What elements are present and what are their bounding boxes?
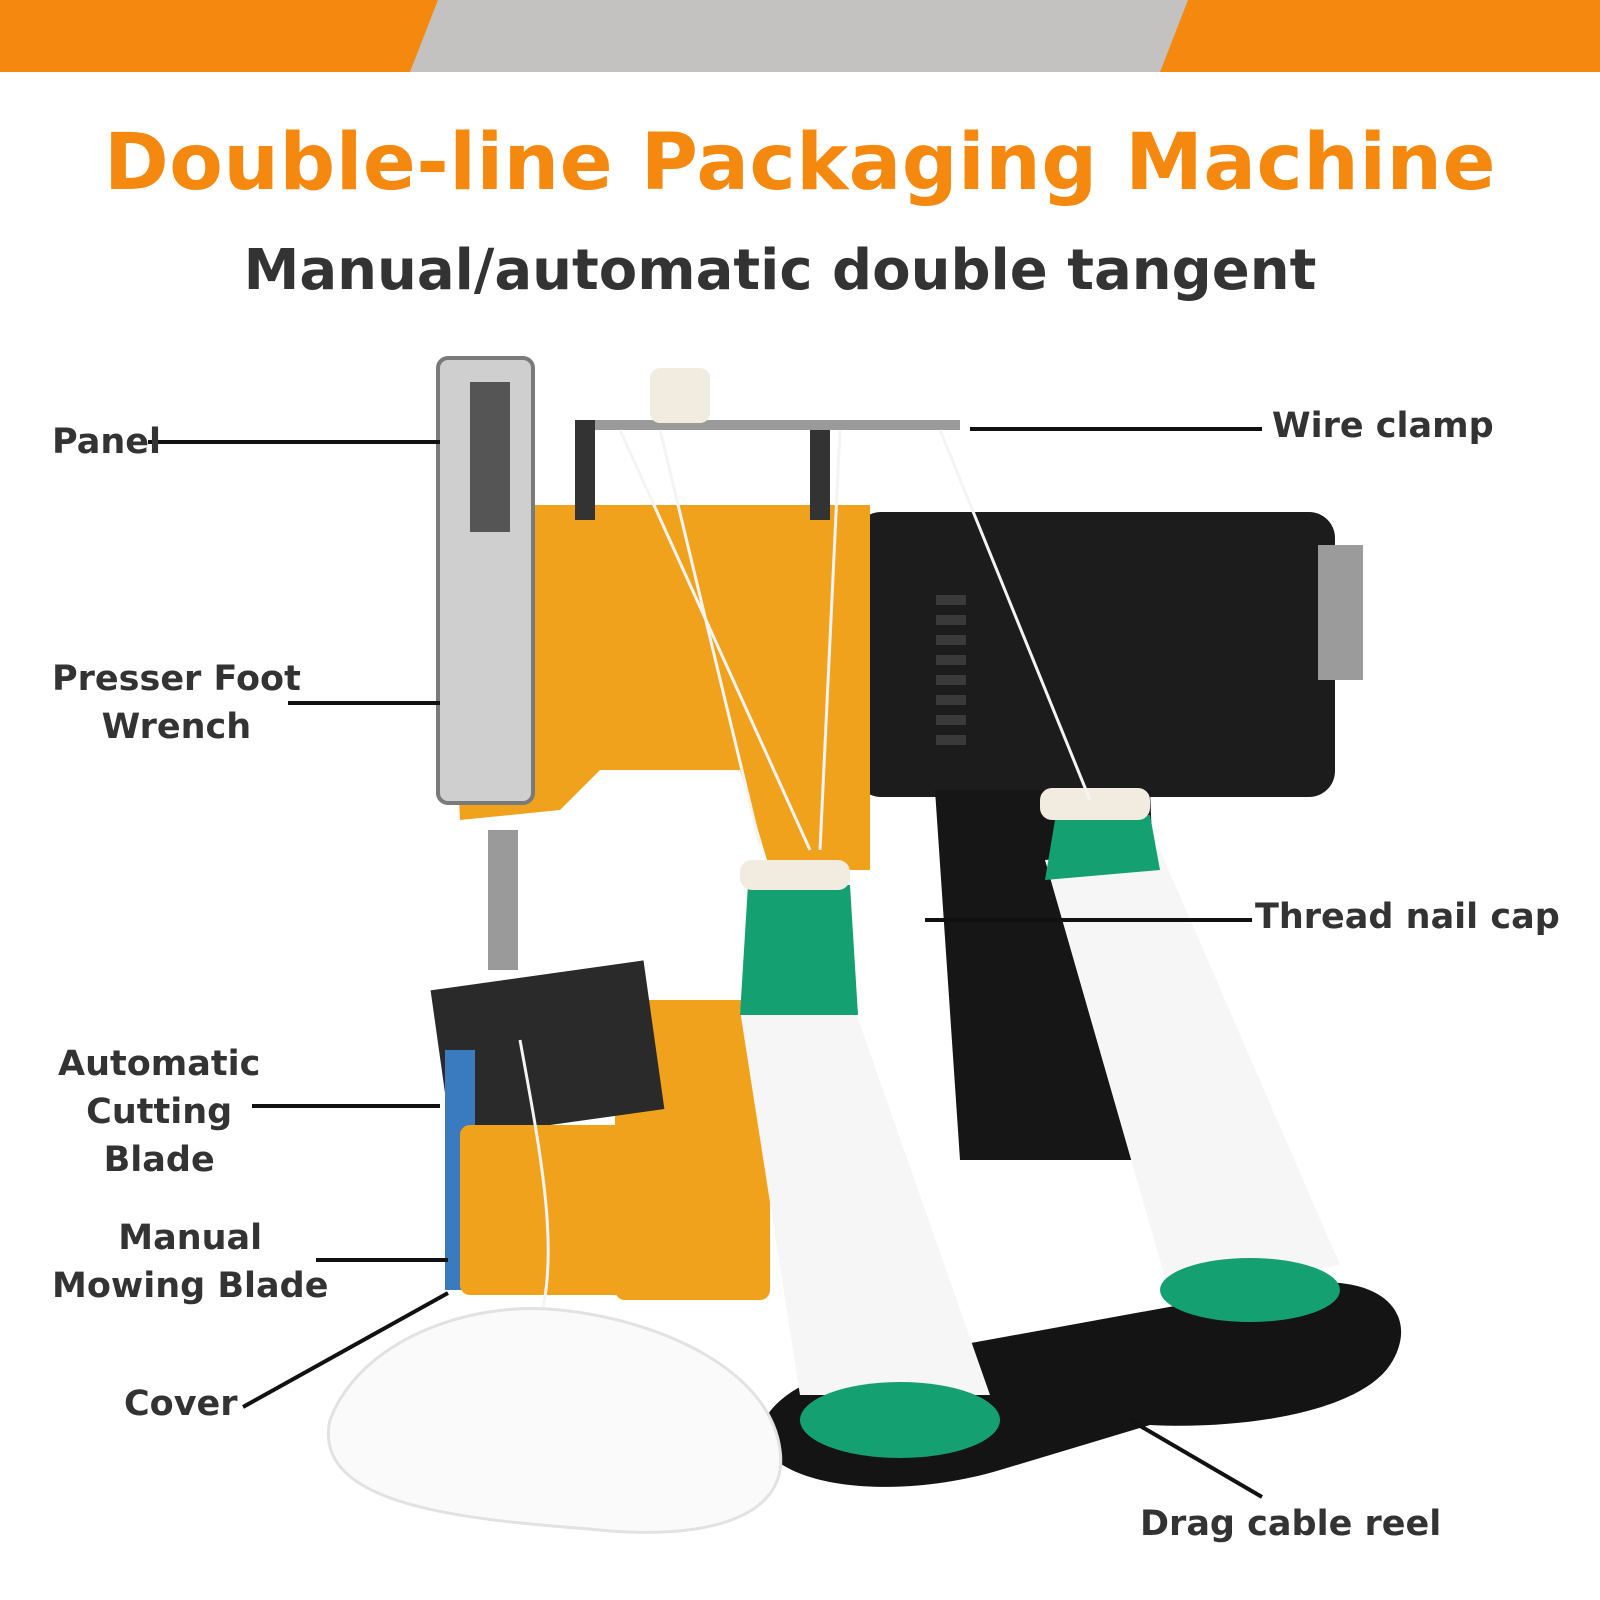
top-banner	[0, 0, 1600, 72]
label-wire-clamp: Wire clamp	[1272, 406, 1494, 446]
drag-cable-reel-leader-line	[1128, 1418, 1264, 1499]
label-cover: Cover	[124, 1384, 238, 1424]
label-manual-mowing-blade: Manual Mowing Blade	[52, 1218, 329, 1306]
label-automatic-cutting-blade: Automatic Cutting Blade	[58, 1044, 261, 1180]
page-subtitle: Manual/automatic double tangent	[243, 238, 1317, 303]
label-panel: Panel	[52, 422, 161, 462]
label-drag-cable-reel: Drag cable reel	[1140, 1504, 1442, 1544]
page-title: Double-line Packaging Machine	[104, 118, 1496, 208]
cover-leader-line	[242, 1291, 449, 1409]
label-presser-foot-wrench: Presser Foot Wrench	[52, 659, 301, 747]
label-thread-nail-cap: Thread nail cap	[1255, 897, 1560, 937]
